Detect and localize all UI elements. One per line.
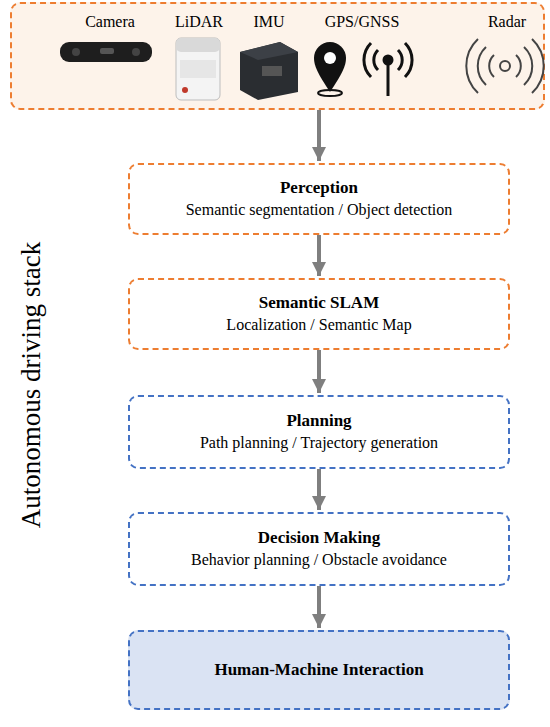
flow-arrow: [317, 235, 321, 276]
process-box: Semantic SLAMLocalization / Semantic Map: [128, 278, 510, 350]
process-box: PerceptionSemantic segmentation / Object…: [128, 163, 510, 235]
flow-arrow: [317, 350, 321, 393]
box-heading: Perception: [280, 177, 358, 199]
flow-arrow: [317, 586, 321, 628]
side-label: Autonomous driving stack: [14, 145, 48, 625]
box-heading: Decision Making: [258, 527, 380, 549]
process-box: Decision MakingBehavior planning / Obsta…: [128, 512, 510, 586]
box-subtitle: Localization / Semantic Map: [226, 314, 411, 336]
box-subtitle: Behavior planning / Obstacle avoidance: [191, 549, 447, 571]
sensor-group-box: CameraLiDARIMUGPS/GNSSRadar: [10, 2, 545, 110]
box-subtitle: Semantic segmentation / Object detection: [186, 199, 453, 221]
flow-arrow: [317, 469, 321, 510]
process-box: PlanningPath planning / Trajectory gener…: [128, 395, 510, 469]
sensor-label: Camera: [62, 12, 158, 32]
process-box: Human-Machine Interaction: [128, 630, 510, 710]
box-subtitle: Path planning / Trajectory generation: [200, 432, 438, 454]
sensor-label: Radar: [459, 12, 550, 32]
flow-arrow: [317, 110, 321, 161]
sensor-label: LiDAR: [151, 12, 247, 32]
box-heading: Planning: [286, 410, 351, 432]
sensor-label: GPS/GNSS: [314, 12, 410, 32]
sensor-label: IMU: [221, 12, 317, 32]
box-heading: Human-Machine Interaction: [214, 659, 423, 681]
box-heading: Semantic SLAM: [259, 292, 379, 314]
